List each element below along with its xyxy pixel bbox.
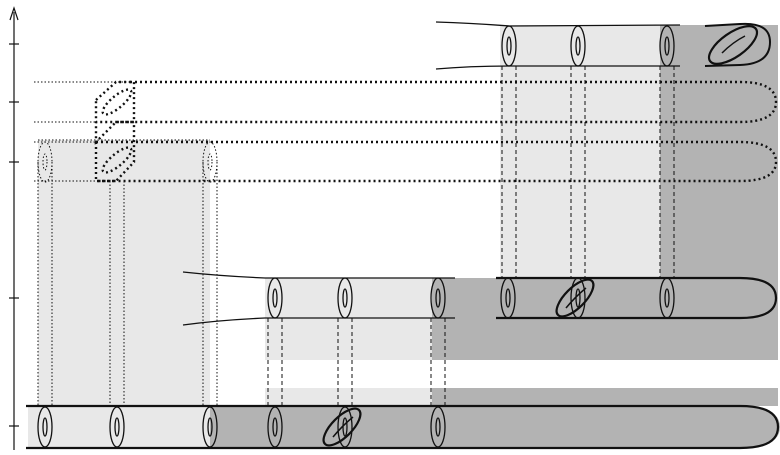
middle-ellipse-inner (435, 288, 441, 308)
top-right-ellipse-inner (506, 36, 512, 56)
top-right-column-dark (660, 25, 778, 315)
top-right-handle-inner (721, 35, 746, 54)
bottom-ellipse (267, 406, 283, 448)
top-right-ellipse (659, 25, 675, 67)
middle-right-handle (555, 278, 595, 318)
dotted-handle-top (101, 88, 133, 116)
dotted-handle-block (94, 80, 136, 183)
middle-dashed-verticals (267, 318, 446, 406)
middle-ellipse-inner (272, 288, 278, 308)
bottom-ellipse-inner (42, 417, 48, 437)
bottom-cylinder-dark (210, 406, 780, 448)
bottom-ellipse (109, 406, 125, 448)
y-axis (9, 6, 19, 450)
bottom-ellipse-inner (435, 417, 441, 437)
left-dotted-ellipse-inner (42, 153, 48, 171)
bottom-ellipse-inner (207, 417, 213, 437)
middle-right-ellipse (570, 277, 586, 319)
top-right-ellipse-inner (575, 36, 581, 56)
left-column (37, 139, 218, 406)
middle-lower-edge (182, 317, 455, 326)
top-right-ellipse (570, 25, 586, 67)
dotted-box-bottom (94, 122, 136, 183)
dotted-loops (34, 80, 778, 183)
top-right-ellipse (501, 25, 517, 67)
bottom-ellipse (430, 406, 446, 448)
top-right-ellipse-inner (664, 36, 670, 56)
bottom-ellipse (337, 406, 353, 448)
middle-band-light (265, 278, 455, 360)
middle-right-outline (496, 276, 778, 320)
bottom-handle (322, 407, 362, 447)
middle-right-ellipse (500, 277, 516, 319)
shaded-regions (28, 25, 780, 448)
bottom-cylinder (26, 404, 780, 450)
bottom-ellipse-inner (114, 417, 120, 437)
top-right-handle (707, 25, 759, 65)
middle-ellipse (267, 277, 283, 319)
middle-right-cylinder (496, 276, 778, 320)
middle-ellipse (430, 277, 446, 319)
bottom-outline (26, 404, 780, 450)
middle-cylinder (182, 271, 455, 326)
lower-dotted-loop (96, 140, 778, 183)
middle-right-ellipse (659, 277, 675, 319)
middle-upper-edge (182, 271, 455, 279)
lower-strip-dark (432, 388, 778, 406)
middle-ellipse (337, 277, 353, 319)
top-right-dashed-verticals (501, 66, 675, 278)
top-right-column-light (500, 25, 660, 315)
middle-right-ellipse-inner (505, 288, 511, 308)
middle-right-handle-inner (565, 287, 587, 309)
top-right-cylinder (435, 21, 772, 70)
bottom-ellipse (202, 406, 218, 448)
lower-strip-light (265, 388, 435, 406)
top-right-upper-edge (435, 21, 681, 27)
left-dotted-ellipse-inner (207, 153, 213, 171)
middle-ellipse-inner (342, 288, 348, 308)
bottom-handle-inner (332, 416, 354, 438)
upper-dotted-loop (96, 80, 778, 124)
bottom-ellipse (37, 406, 53, 448)
bottom-ellipse-inner (272, 417, 278, 437)
dotted-handle-bottom (101, 146, 133, 174)
y-axis-arrow (9, 6, 19, 21)
middle-right-ellipse-inner (664, 288, 670, 308)
top-right-cap (704, 22, 772, 67)
